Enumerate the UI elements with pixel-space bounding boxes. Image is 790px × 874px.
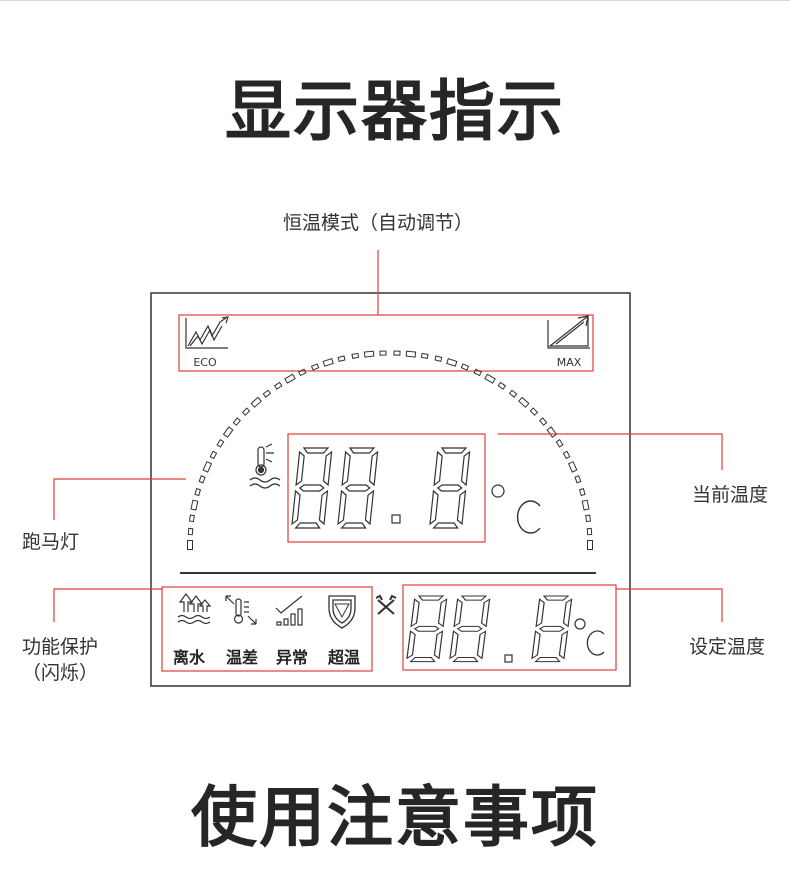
current-temp-highlight: [287, 433, 486, 543]
mode-highlight-box: [178, 314, 594, 372]
marquee-arc: [187, 350, 593, 550]
over-temperature-shield-icon: [328, 595, 356, 629]
marquee-segment: [241, 407, 251, 416]
callout-protection-line2: （闪烁）: [22, 662, 99, 684]
marquee-segment: [351, 352, 360, 359]
callout-current-temp: 当前温度: [692, 484, 769, 506]
marquee-segment: [337, 355, 346, 362]
callout-line-protection: [53, 588, 162, 622]
marquee-segment: [497, 381, 507, 390]
marquee-segment: [473, 368, 482, 377]
marquee-segment: [518, 396, 530, 408]
marquee-segment: [484, 373, 496, 384]
current-temp-degree-symbol: [491, 484, 505, 498]
abnormal-signal-icon: [275, 595, 303, 626]
page-title: 显示器指示: [225, 73, 565, 150]
marquee-segment: [198, 475, 206, 484]
max-label: MAX: [557, 356, 582, 369]
marquee-segment: [363, 350, 375, 358]
marquee-segment: [460, 363, 470, 371]
marquee-segment: [555, 439, 564, 448]
marquee-segment: [581, 499, 590, 511]
set-temp-digit-2: [448, 595, 491, 663]
set-temp-digit-1: [405, 595, 448, 663]
marquee-segment: [188, 514, 195, 523]
marquee-segment: [529, 407, 539, 416]
water-temperature-icon: [249, 443, 281, 489]
callout-set-temp: 设定温度: [689, 636, 766, 658]
marquee-segment: [508, 389, 518, 398]
marquee-segment: [322, 358, 334, 367]
marquee-segment: [420, 352, 429, 359]
marquee-segment: [209, 450, 218, 460]
marquee-segment: [262, 389, 272, 398]
eco-mode-icon: [185, 316, 229, 349]
current-temp-digit-2: [336, 447, 379, 529]
marquee-segment: [434, 355, 443, 362]
marquee-segment: [587, 540, 593, 550]
protection-highlight-box: [161, 586, 373, 672]
marquee-segment: [216, 439, 225, 448]
marquee-segment: [298, 368, 307, 377]
marquee-segment: [539, 417, 548, 426]
current-temp-decimal-point: [391, 514, 401, 524]
marquee-segment: [284, 373, 296, 384]
marquee-segment: [567, 461, 578, 473]
current-temp-celsius-symbol: [516, 500, 541, 534]
section-title: 使用注意事项: [191, 779, 599, 856]
protection-label-temp-difference: 温差: [225, 648, 258, 667]
callout-line-set-temp: [616, 588, 723, 622]
protection-label-water-leave: 离水: [173, 648, 206, 667]
marquee-segment: [546, 426, 558, 438]
marquee-segment: [273, 381, 283, 390]
marquee-segment: [187, 540, 193, 550]
marquee-segment: [202, 461, 213, 473]
set-temp-celsius-symbol: [586, 630, 605, 656]
marquee-segment: [446, 358, 458, 367]
callout-marquee-light: 跑马灯: [22, 531, 80, 553]
marquee-segment: [187, 527, 194, 536]
marquee-segment: [578, 488, 586, 497]
set-temp-digit-3: [530, 595, 573, 663]
marquee-segment: [232, 417, 241, 426]
marquee-segment: [574, 475, 582, 484]
protection-label-abnormal: 异常: [276, 648, 308, 667]
current-temp-digit-3: [428, 447, 471, 529]
set-temp-highlight: [402, 584, 617, 671]
marquee-segment: [405, 350, 417, 358]
marquee-segment: [393, 350, 401, 356]
lcd-frame: [150, 292, 631, 687]
marquee-segment: [585, 514, 592, 523]
marquee-segment: [562, 450, 571, 460]
water-leave-icon: [177, 593, 212, 625]
temperature-difference-icon: [225, 595, 257, 625]
marquee-segment: [379, 350, 387, 356]
tools-icon: [375, 594, 397, 615]
set-temp-decimal-point: [504, 654, 513, 663]
max-mode-icon: [547, 314, 590, 349]
marquee-segment: [250, 396, 262, 408]
marquee-segment: [310, 363, 320, 371]
callout-protection-line1: 功能保护: [22, 636, 99, 658]
marquee-segment: [190, 499, 199, 511]
marquee-segment: [194, 488, 202, 497]
callout-constant-temp-mode: 恒温模式（自动调节）: [283, 212, 474, 234]
current-temp-digit-1: [290, 447, 333, 529]
eco-label: ECO: [193, 356, 217, 369]
top-divider: [0, 0, 790, 1]
marquee-segment: [586, 527, 593, 536]
set-temp-degree-symbol: [574, 618, 586, 630]
protection-label-over-temp: 超温: [327, 648, 360, 667]
callout-line-current-temp: [498, 433, 723, 470]
marquee-segment: [222, 426, 234, 438]
callout-line-marquee-light: [53, 478, 186, 520]
